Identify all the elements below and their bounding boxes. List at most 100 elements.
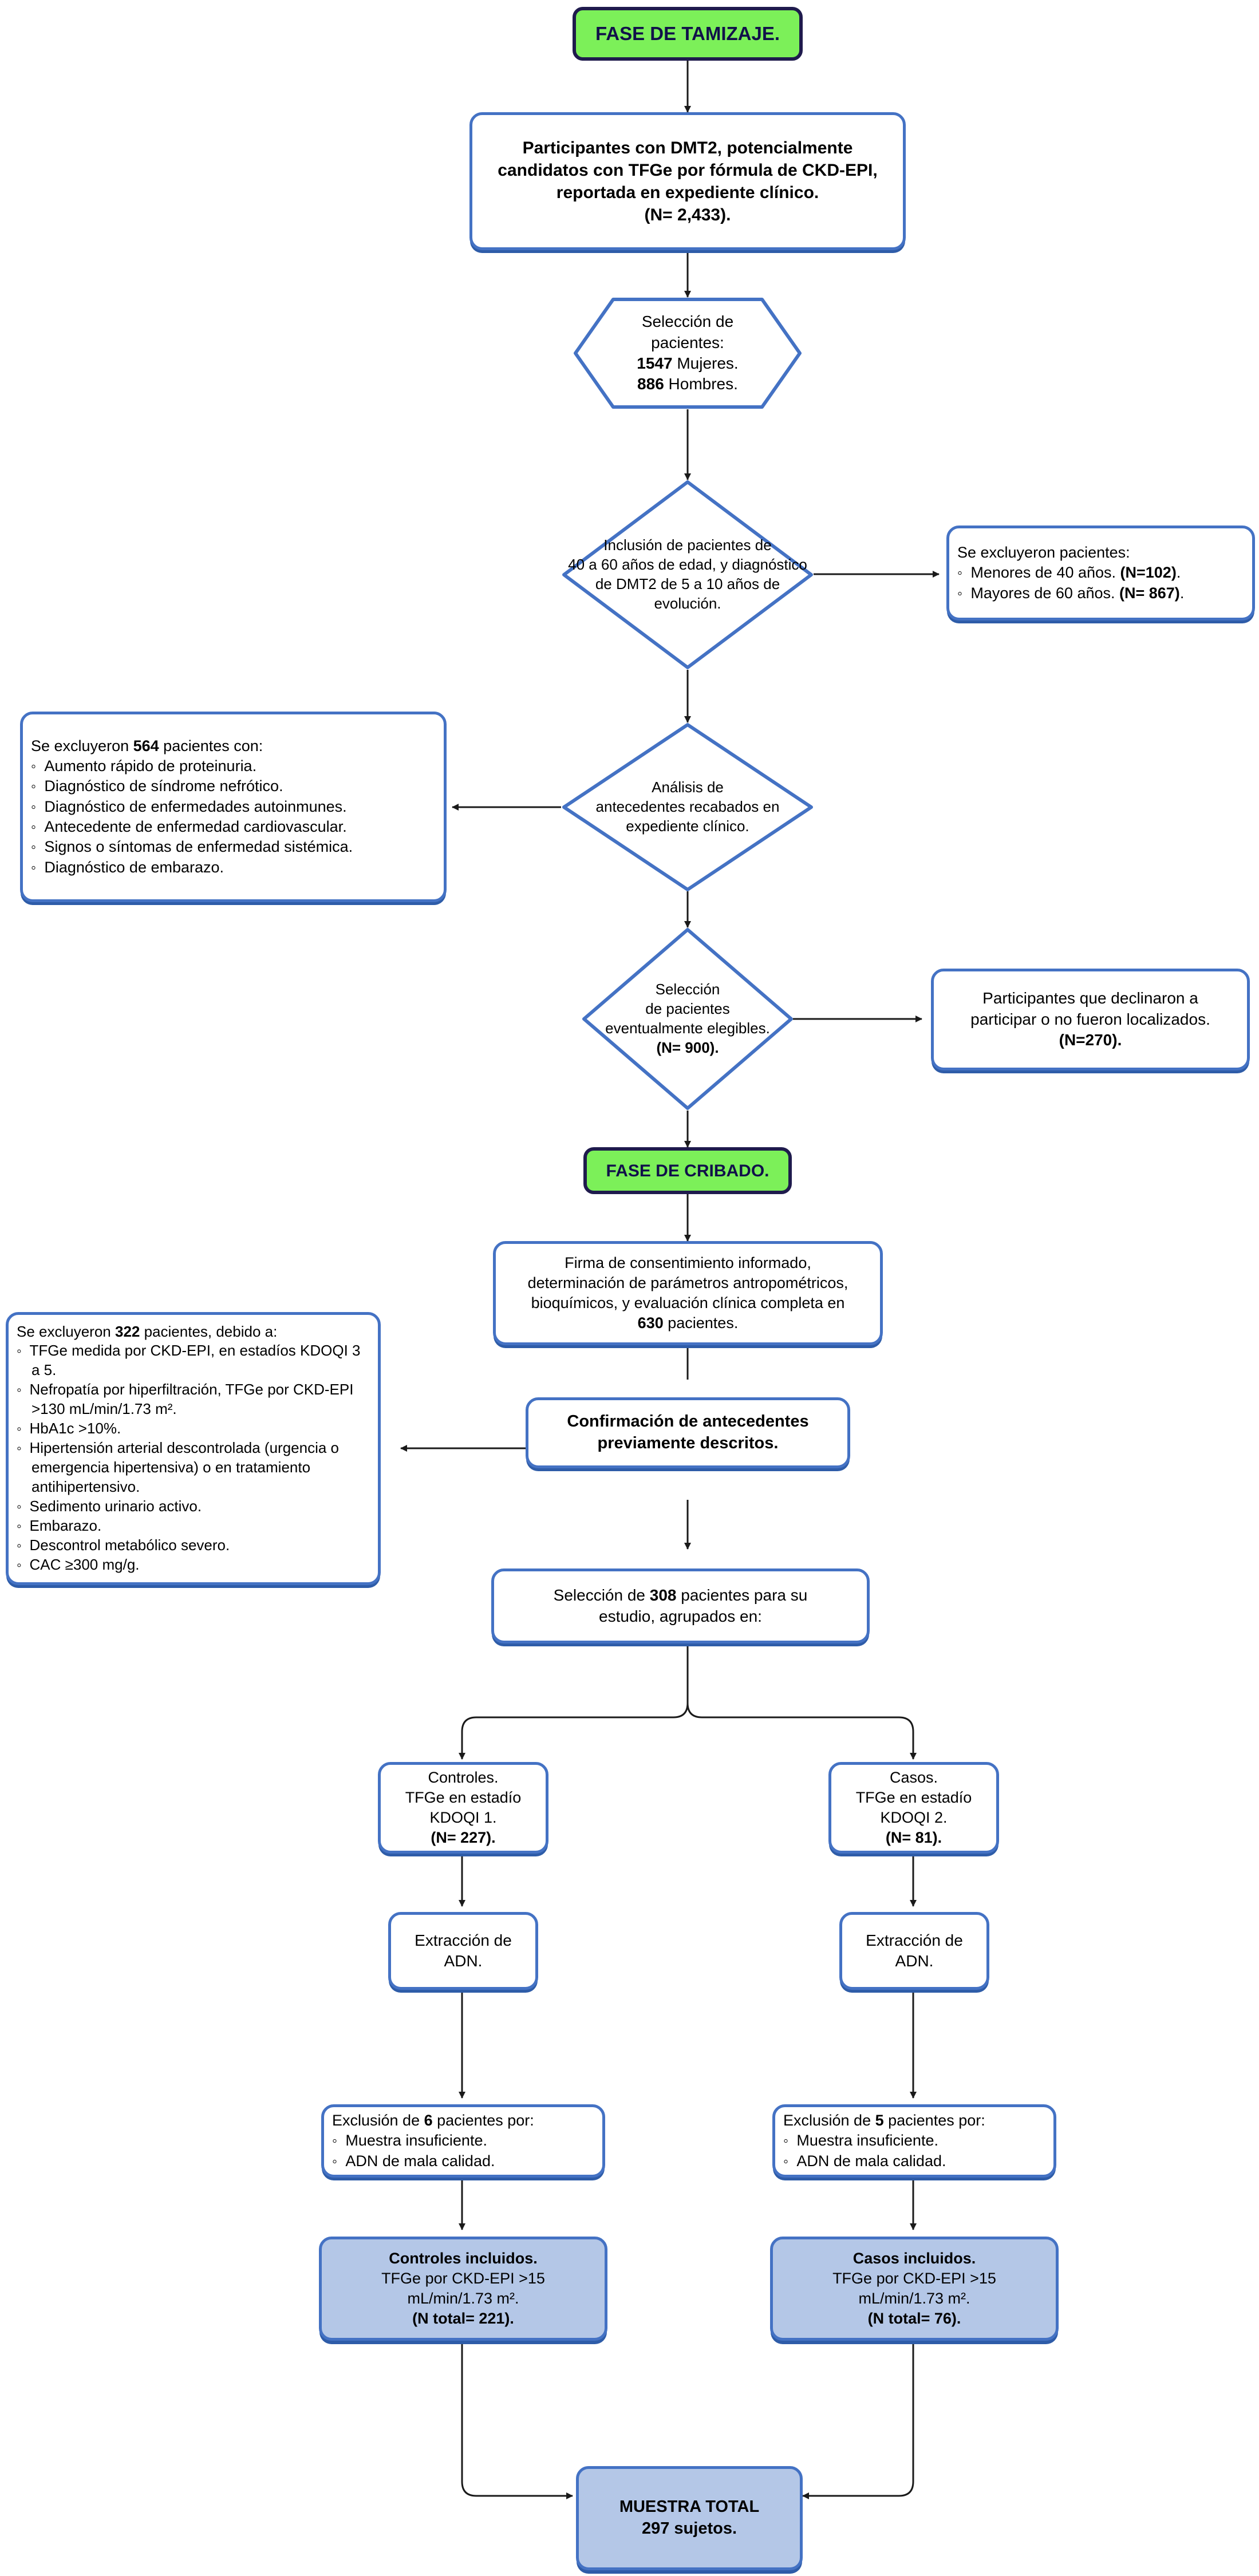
excluded-322-item-6: Descontrol metabólico severo. — [17, 1536, 370, 1555]
node-participants: Participantes con DMT2, potencialmente c… — [469, 112, 906, 250]
eligible-line1: Selección — [655, 981, 720, 998]
node-inclusion: Inclusión de pacientes de 40 a 60 años d… — [539, 480, 836, 670]
node-controls: Controles. TFGe en estadío KDOQI 1. (N= … — [378, 1762, 548, 1854]
node-total-sample: MUESTRA TOTAL 297 sujetos. — [576, 2466, 803, 2570]
eligible-line3: eventualmente elegibles. — [605, 1020, 770, 1037]
records-analysis-line3: expediente clínico. — [626, 817, 749, 835]
consent-count: 630 — [637, 1314, 664, 1332]
selection-308-line1: Selección de 308 pacientes para su — [553, 1586, 808, 1605]
controls-included-line3: mL/min/1.73 m². — [407, 2290, 519, 2307]
inclusion-line4: evolución. — [654, 594, 721, 612]
selection-308-line2: estudio, agrupados en: — [599, 1607, 762, 1625]
consent-line1: Firma de consentimiento informado, — [565, 1254, 811, 1271]
excluded-322-item-1: Nefropatía por hiperfiltración, TFGe por… — [17, 1380, 370, 1419]
phase-banner-screening: FASE DE TAMIZAJE. — [573, 7, 803, 61]
patient-selection-men-count: 886 — [637, 375, 664, 393]
dna-right-line1: Extracción de — [866, 1931, 963, 1949]
excluded-564-item-4: Signos o síntomas de enfermedad sistémic… — [31, 837, 436, 857]
controls-line2: TFGe en estadío — [405, 1788, 522, 1806]
records-analysis-line2: antecedentes recabados en — [595, 798, 780, 816]
participants-line4: (N= 2,433). — [644, 205, 731, 224]
consent-count-label: pacientes. — [663, 1314, 739, 1332]
phase-screening-label: FASE DE TAMIZAJE. — [595, 22, 780, 44]
excluded-564-item-0: Aumento rápido de proteinuria. — [31, 756, 436, 776]
excluded-564-item-5: Diagnóstico de embarazo. — [31, 858, 436, 878]
node-eligible-selection: Selección de pacientes eventualmente ele… — [553, 927, 822, 1111]
node-records-analysis-shape — [562, 722, 814, 892]
dna-left-line1: Extracción de — [415, 1931, 512, 1949]
controls-line1: Controles. — [428, 1768, 499, 1786]
phase-sifting-label: FASE DE CRIBADO. — [606, 1161, 769, 1180]
cases-line1: Casos. — [889, 1768, 938, 1786]
controls-included-line2: TFGe por CKD-EPI >15 — [381, 2269, 545, 2287]
phase-banner-sifting: FASE DE CRIBADO. — [583, 1147, 792, 1194]
excluded-5-heading: Exclusión de 5 pacientes por: — [783, 2112, 985, 2129]
node-dna-extraction-cases: Extracción de ADN. — [839, 1912, 989, 1990]
cases-included-line1: Casos incluidos. — [853, 2249, 976, 2267]
node-patient-selection: Selección de pacientes: 1547 Mujeres. 88… — [573, 297, 802, 409]
inclusion-line2: 40 a 60 años de edad, y diagnóstico — [568, 556, 807, 574]
node-inclusion-shape — [562, 480, 814, 670]
confirmation-line2: previamente descritos. — [597, 1434, 779, 1452]
inclusion-line1: Inclusión de pacientes de — [603, 536, 772, 554]
cases-line2: TFGe en estadío — [855, 1788, 972, 1806]
node-eligible-selection-shape — [582, 927, 794, 1111]
dna-right-line2: ADN. — [895, 1952, 934, 1970]
excluded-322-item-3: Hipertensión arterial descontrolada (urg… — [17, 1439, 370, 1497]
node-excluded-322: Se excluyeron 322 pacientes, debido a: T… — [6, 1312, 381, 1585]
excluded-6-item-1: ADN de mala calidad. — [332, 2151, 594, 2171]
patient-selection-line2: pacientes: — [651, 333, 724, 351]
excluded-564-item-1: Diagnóstico de síndrome nefrótico. — [31, 776, 436, 796]
controls-line4: (N= 227). — [431, 1829, 496, 1847]
excluded-5-item-1: ADN de mala calidad. — [783, 2151, 1045, 2171]
excluded-322-item-4: Sedimento urinario activo. — [17, 1497, 370, 1516]
controls-included-line4: (N total= 221). — [412, 2310, 514, 2328]
controls-line3: KDOQI 1. — [429, 1809, 497, 1826]
node-confirmation: Confirmación de antecedentes previamente… — [526, 1397, 850, 1468]
excluded-322-heading: Se excluyeron 322 pacientes, debido a: — [17, 1322, 278, 1340]
excluded-age-item-1: Mayores de 60 años. (N= 867). — [957, 583, 1244, 603]
cases-line4: (N= 81). — [885, 1829, 942, 1847]
excluded-322-item-5: Embarazo. — [17, 1516, 370, 1536]
excluded-6-heading: Exclusión de 6 pacientes por: — [332, 2112, 534, 2129]
excluded-5-item-0: Muestra insuficiente. — [783, 2131, 1045, 2151]
dna-left-line2: ADN. — [444, 1952, 483, 1970]
node-records-analysis: Análisis de antecedentes recabados en ex… — [544, 722, 831, 892]
excluded-322-item-7: CAC ≥300 mg/g. — [17, 1555, 370, 1575]
confirmation-line1: Confirmación de antecedentes — [567, 1412, 809, 1431]
total-sample-line1: MUESTRA TOTAL — [619, 2498, 760, 2516]
node-declined: Participantes que declinaron a participa… — [931, 969, 1250, 1070]
declined-line3: (N=270). — [1059, 1031, 1122, 1049]
node-cases: Casos. TFGe en estadío KDOQI 2. (N= 81). — [828, 1762, 999, 1854]
excluded-322-item-2: HbA1c >10%. — [17, 1419, 370, 1439]
cases-line3: KDOQI 2. — [880, 1809, 948, 1826]
node-cases-included: Casos incluidos. TFGe por CKD-EPI >15 mL… — [770, 2237, 1059, 2341]
patient-selection-line1: Selección de — [641, 313, 734, 331]
consent-line2: determinación de parámetros antropométri… — [527, 1274, 848, 1291]
eligible-line2: de pacientes — [645, 1000, 730, 1018]
consent-line3: bioquímicos, y evaluación clínica comple… — [531, 1294, 845, 1311]
node-dna-extraction-controls: Extracción de ADN. — [388, 1912, 538, 1990]
patient-selection-men-label: Hombres. — [664, 375, 738, 393]
declined-line2: participar o no fueron localizados. — [970, 1010, 1210, 1028]
controls-included-line1: Controles incluidos. — [389, 2249, 538, 2267]
cases-included-line4: (N total= 76). — [867, 2310, 961, 2328]
node-excluded-6: Exclusión de 6 pacientes por: Muestra in… — [321, 2104, 605, 2178]
excluded-564-item-2: Diagnóstico de enfermedades autoinmunes. — [31, 797, 436, 817]
excluded-322-item-0: TFGe medida por CKD-EPI, en estadíos KDO… — [17, 1341, 370, 1380]
records-analysis-line1: Análisis de — [652, 779, 724, 796]
excluded-564-item-3: Antecedente de enfermedad cardiovascular… — [31, 817, 436, 837]
inclusion-line3: de DMT2 de 5 a 10 años de — [595, 575, 780, 592]
node-consent: Firma de consentimiento informado, deter… — [493, 1241, 883, 1345]
declined-line1: Participantes que declinaron a — [982, 989, 1198, 1008]
excluded-564-heading: Se excluyeron 564 pacientes con: — [31, 737, 263, 754]
node-selection-308: Selección de 308 pacientes para su estud… — [491, 1568, 870, 1643]
cases-included-line2: TFGe por CKD-EPI >15 — [832, 2269, 996, 2287]
participants-line3: reportada en expediente clínico. — [556, 183, 819, 202]
node-patient-selection-shape — [573, 297, 802, 409]
eligible-line4: (N= 900). — [656, 1038, 719, 1056]
patient-selection-women-label: Mujeres. — [672, 354, 739, 372]
excluded-6-item-0: Muestra insuficiente. — [332, 2131, 594, 2151]
